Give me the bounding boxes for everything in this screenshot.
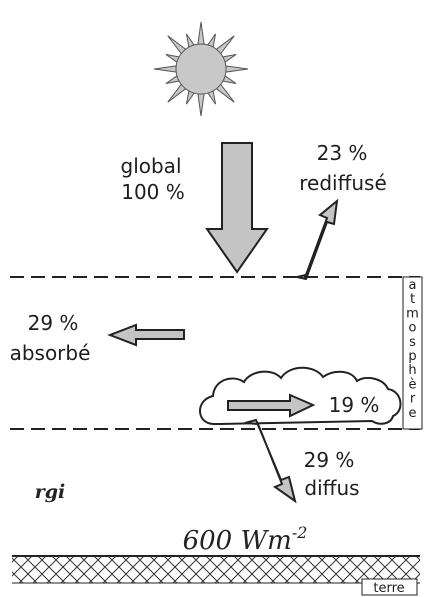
atmosphere-letter: è xyxy=(409,377,417,392)
ground-power-text: 600 Wm xyxy=(183,526,292,556)
atmosphere-letter: t xyxy=(410,292,415,307)
signature: rgi xyxy=(35,481,66,503)
atmosphere-letter: p xyxy=(408,349,416,364)
incoming-value: 100 % xyxy=(121,180,185,204)
absorbed-label: absorbé xyxy=(10,341,91,365)
sun-ray xyxy=(196,21,206,48)
sun-ray xyxy=(153,64,180,74)
atmosphere-label-box xyxy=(402,276,423,430)
ground-label-box xyxy=(361,578,418,596)
incoming-arrow xyxy=(205,142,269,274)
diffuse-label: diffus xyxy=(304,476,359,500)
scattered-label: rediffusé xyxy=(299,171,387,195)
scattered-value: 23 % xyxy=(317,141,368,165)
sun-ray xyxy=(222,64,249,74)
absorbed-value: 29 % xyxy=(28,311,79,335)
ground-hatch xyxy=(12,556,420,583)
ground-power-exponent: -2 xyxy=(292,523,308,542)
sun-icon xyxy=(153,21,249,117)
atmosphere-letter: r xyxy=(410,392,416,407)
cloud-value: 19 % xyxy=(329,393,380,417)
ground-power: 600 Wm-2 xyxy=(183,523,308,556)
atmosphere-letter: e xyxy=(409,406,417,421)
scattered-arrow xyxy=(296,198,339,281)
ground-label: terre xyxy=(373,581,404,596)
absorbed-arrow xyxy=(107,323,185,347)
atmosphere-letter: m xyxy=(406,306,419,321)
atmosphere-letter: s xyxy=(409,335,416,350)
diffuse-value: 29 % xyxy=(304,448,355,472)
sun-ray xyxy=(196,90,206,117)
cloud-arrow xyxy=(227,393,316,418)
diffuse-arrow xyxy=(244,418,297,504)
atmosphere-letter: a xyxy=(409,278,417,293)
incoming-label: global xyxy=(121,154,182,178)
atmosphere-letter: o xyxy=(409,321,417,336)
atmosphere-letter: h xyxy=(408,363,416,378)
